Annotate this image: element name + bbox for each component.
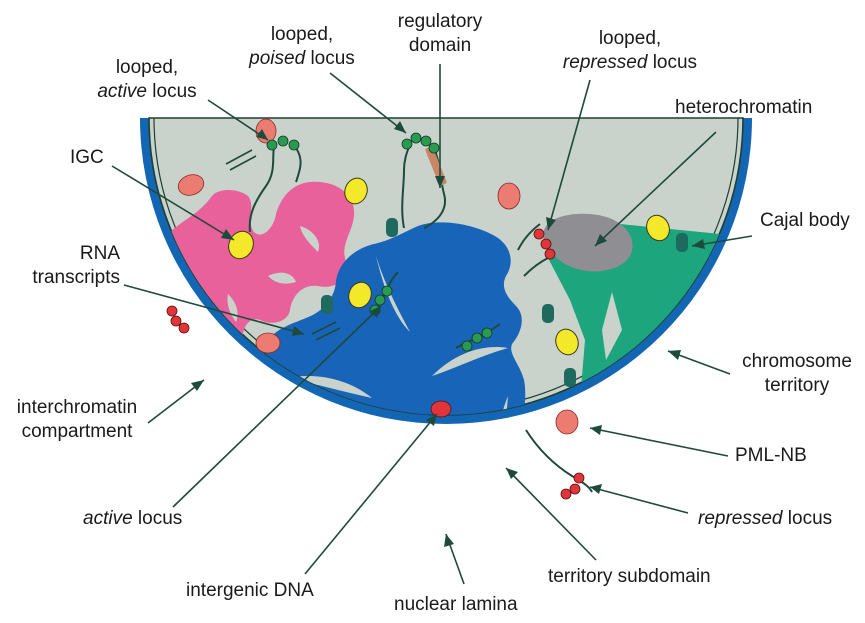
active-chromatin-bead xyxy=(375,295,385,305)
label-line: looped, xyxy=(82,56,212,80)
label-pml-nb: PML-NB xyxy=(735,444,807,468)
arrowhead xyxy=(668,350,681,360)
label-line: RNA xyxy=(10,242,120,266)
label-text: locus xyxy=(647,52,697,73)
active-chromatin-bead xyxy=(382,286,392,296)
leader-line-pml-nb xyxy=(590,428,728,456)
poised-chromatin-bead xyxy=(402,139,412,149)
label-line: chromosome xyxy=(732,350,862,374)
cajal-body xyxy=(676,233,688,252)
repressed-chromatin-bead xyxy=(171,316,181,326)
label-looped-repressed-locus: looped, repressed locus xyxy=(540,27,720,75)
pml-nuclear-body xyxy=(556,410,578,434)
cajal-body xyxy=(564,368,576,387)
poised-chromatin-bead xyxy=(421,136,431,146)
label-text: locus xyxy=(305,48,355,69)
active-chromatin-bead xyxy=(278,136,288,146)
label-rna-transcripts: RNA transcripts xyxy=(10,242,120,290)
green-territory-channel xyxy=(700,340,730,392)
label-line: compartment xyxy=(2,420,152,444)
label-emphasis: poised xyxy=(249,48,305,69)
leader-line-repressed-locus xyxy=(590,487,688,513)
repressed-chromatin-bead xyxy=(570,484,580,494)
label-line: transcripts xyxy=(10,266,120,290)
label-cajal-body: Cajal body xyxy=(760,209,850,233)
arrowhead xyxy=(590,484,602,494)
label-chromosome-territory: chromosome territory xyxy=(732,350,862,398)
label-looped-poised-locus: looped, poised locus xyxy=(232,23,372,71)
repressed-chromatin-bead xyxy=(541,239,551,249)
label-line: territory xyxy=(732,374,862,398)
active-chromatin-bead xyxy=(472,333,482,343)
repressed-chromatin-bead xyxy=(561,489,571,499)
active-chromatin-bead xyxy=(267,140,277,150)
active-chromatin-bead xyxy=(462,341,472,351)
label-emphasis: active xyxy=(97,81,147,102)
cajal-body xyxy=(321,295,333,314)
label-line: looped, xyxy=(232,23,372,47)
label-igc: IGC xyxy=(70,146,104,170)
label-text: locus xyxy=(133,508,183,529)
pml-nuclear-body xyxy=(256,333,280,353)
repressed-chromatin-bead xyxy=(534,229,544,239)
label-emphasis: active xyxy=(83,508,133,529)
label-line: repressed locus xyxy=(540,51,720,75)
label-repressed-locus: repressed locus xyxy=(698,507,832,531)
label-emphasis: repressed xyxy=(563,52,648,73)
repressed-chromatin-bead xyxy=(179,323,189,333)
poised-chromatin-bead xyxy=(411,133,421,143)
label-active-locus: active locus xyxy=(83,507,182,531)
repressed-chromatin-bead xyxy=(167,306,177,316)
label-intergenic-dna: intergenic DNA xyxy=(186,579,314,603)
arrowhead xyxy=(590,425,602,435)
label-looped-active-locus: looped, active locus xyxy=(82,56,212,104)
label-nuclear-lamina: nuclear lamina xyxy=(394,593,518,617)
pml-nuclear-body xyxy=(498,183,520,209)
label-line: interchromatin xyxy=(2,396,152,420)
label-line: poised locus xyxy=(232,47,372,71)
repressed-chromatin-bead xyxy=(574,473,584,483)
label-interchromatin-compartment: interchromatin compartment xyxy=(2,396,152,444)
label-territory-subdomain: territory subdomain xyxy=(548,565,711,589)
label-text: locus xyxy=(147,81,197,102)
active-chromatin-bead xyxy=(482,328,492,338)
arrowhead xyxy=(444,534,454,547)
chromatin-fiber xyxy=(526,430,592,492)
label-line: domain xyxy=(380,34,500,58)
label-text: locus xyxy=(783,508,833,529)
intergenic-dna-dot xyxy=(431,401,451,417)
leader-line-intergenic xyxy=(305,414,437,574)
label-heterochromatin: heterochromatin xyxy=(675,96,812,120)
label-emphasis: repressed xyxy=(698,508,783,529)
blue-territory-channel xyxy=(473,428,484,486)
poised-chromatin-bead xyxy=(429,143,439,153)
label-regulatory-domain: regulatory domain xyxy=(380,10,500,58)
cajal-body xyxy=(386,218,398,237)
repressed-chromatin-bead xyxy=(545,249,555,259)
label-line: regulatory xyxy=(380,10,500,34)
label-line: active locus xyxy=(82,80,212,104)
active-chromatin-bead xyxy=(289,140,299,150)
cajal-body xyxy=(542,304,554,323)
blue-territory-channel xyxy=(334,418,406,432)
label-line: looped, xyxy=(540,27,720,51)
blue-territory-channel xyxy=(394,470,412,508)
